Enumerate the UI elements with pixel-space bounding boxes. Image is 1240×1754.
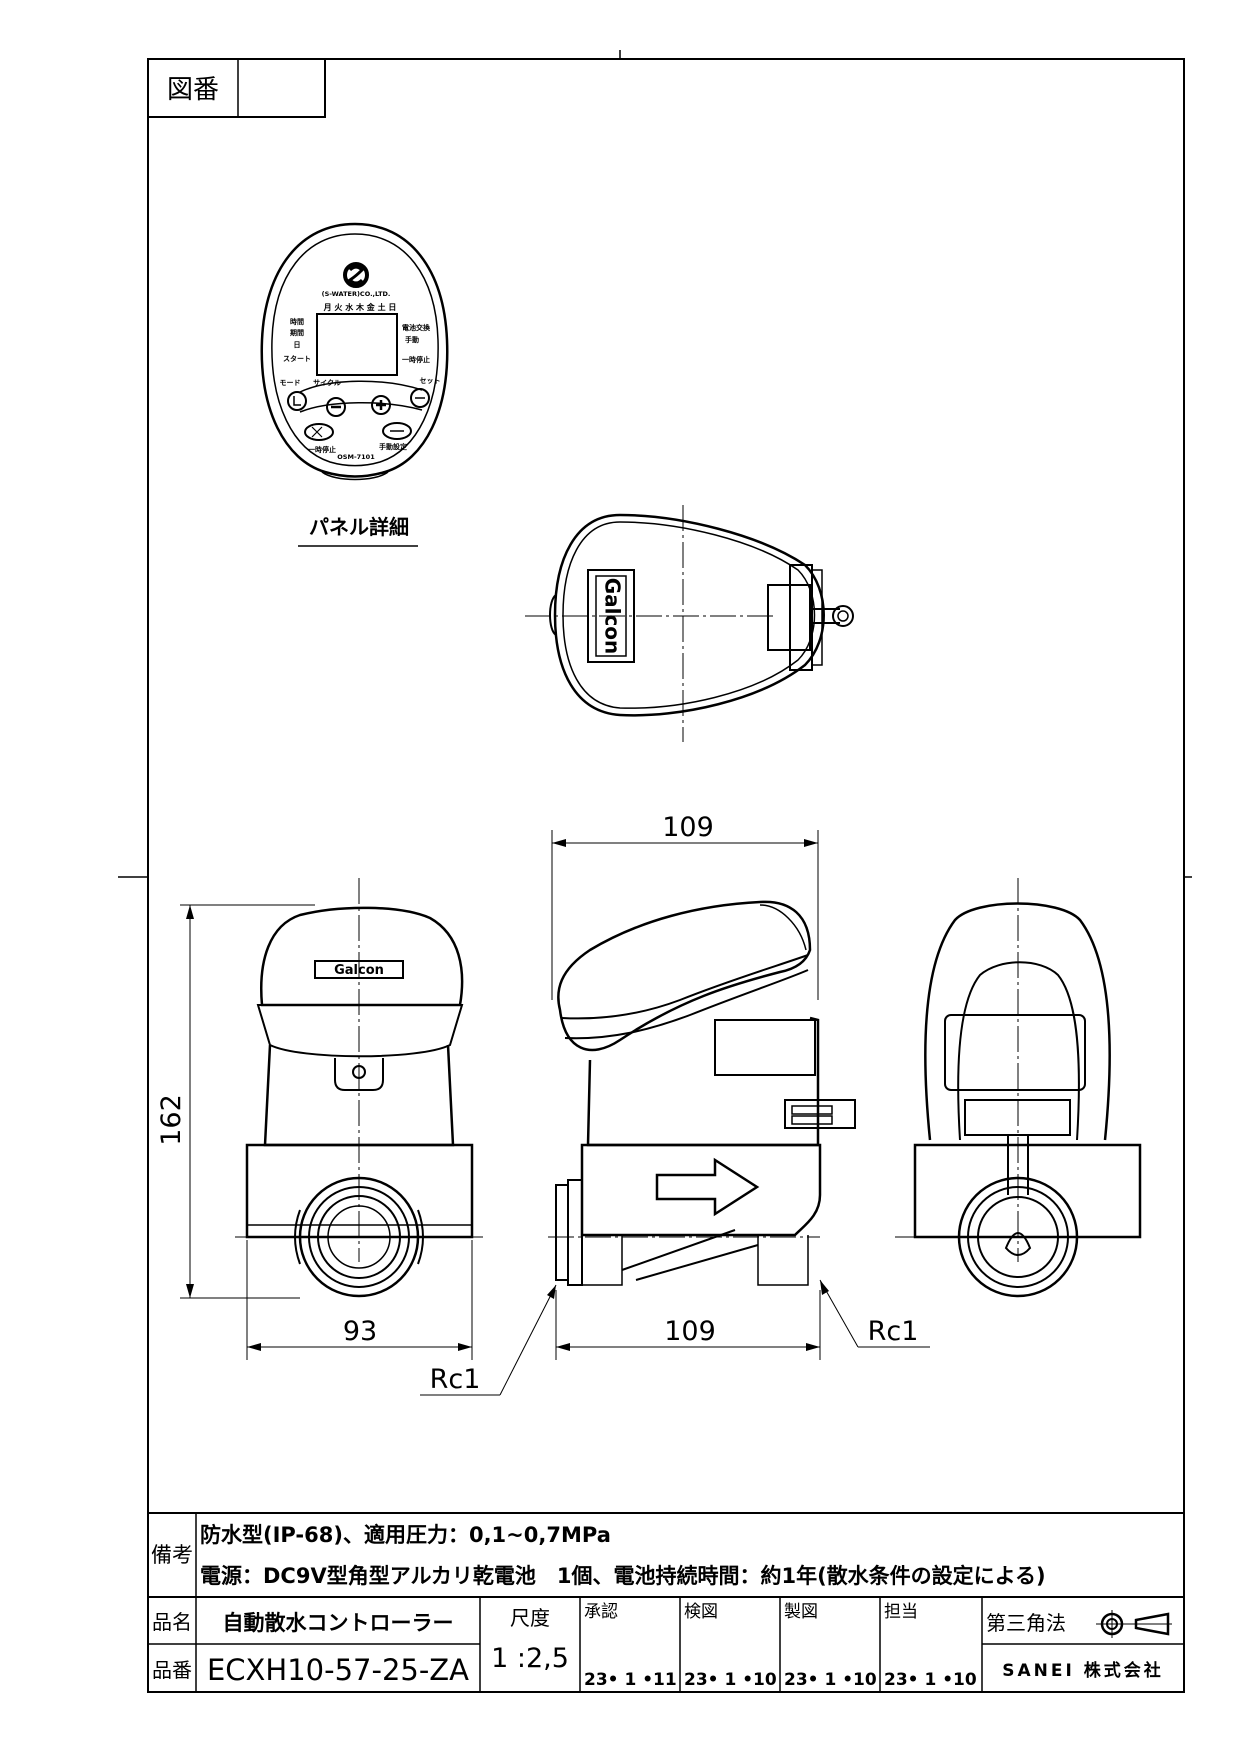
panel-model-label: OSM-7101 [337, 453, 375, 461]
svg-text:日: 日 [294, 341, 301, 349]
approved-date: 23• 1 •11 [584, 1670, 677, 1690]
top-brand-text: Galcon [601, 578, 625, 655]
notes-line-2: 電源：DC9V型角型アルカリ乾電池 1個、電池持続時間：約1年(散水条件の設定に… [200, 1564, 1046, 1588]
drawing-number-box: 図番 [147, 58, 326, 118]
sheet-frame [118, 50, 1192, 1693]
minus-button-icon [326, 397, 346, 417]
dim-front-width: 93 [343, 1316, 377, 1347]
panel-detail-view: (S-WATER)CO.,LTD. 月 火 水 木 金 土 日 時間 期間 日 … [260, 222, 449, 547]
flow-arrow-icon [655, 1157, 760, 1217]
back-view [895, 878, 1142, 1298]
mode-button-icon [287, 391, 307, 411]
panel-weekdays: 月 火 水 木 金 土 日 [323, 302, 397, 312]
panel-detail-label: パネル詳細 [309, 515, 409, 539]
panel-company-text: (S-WATER)CO.,LTD. [322, 290, 391, 298]
part-number-label: 品番 [152, 1658, 192, 1682]
stop-button-icon [304, 423, 334, 441]
checked-label: 検図 [684, 1602, 718, 1622]
panel-cycle-label: サイクル [313, 378, 341, 387]
scale-value: 1 :2,5 [491, 1643, 569, 1674]
panel-mode-label: モード [280, 379, 301, 387]
svg-text:期間: 期間 [290, 328, 304, 337]
dim-height: 162 [156, 1094, 187, 1146]
part-number-value: ECXH10-57-25-ZA [207, 1653, 469, 1687]
dim-top-width: 109 [662, 812, 714, 843]
top-view: Galcon [525, 505, 854, 742]
drawing-number-label: 図番 [167, 75, 219, 105]
dim-thread-right: Rc1 [868, 1316, 919, 1347]
third-angle-projection-icon [1096, 1610, 1172, 1638]
title-block: 品名 自動散水コントローラー 品番 ECXH10-57-25-ZA 尺度 1 :… [148, 1596, 1184, 1692]
side-view [548, 900, 856, 1286]
approved-label: 承認 [584, 1602, 618, 1622]
checked-date: 23• 1 •10 [684, 1670, 777, 1690]
drawn-date: 23• 1 •10 [784, 1670, 877, 1690]
dim-thread-left: Rc1 [430, 1364, 481, 1395]
panel-stop-label: 一時停止 [308, 445, 336, 454]
set-button-icon [410, 388, 430, 408]
notes-label: 備考 [151, 1543, 193, 1567]
svg-text:スタート: スタート [283, 354, 311, 363]
svg-text:一時停止: 一時停止 [402, 355, 430, 364]
notes-line-1: 防水型(IP-68)、適用圧力：0,1~0,7MPa [200, 1523, 611, 1547]
charge-date: 23• 1 •10 [884, 1670, 977, 1690]
front-view: Galcon [235, 878, 485, 1298]
product-name-label: 品名 [152, 1610, 192, 1634]
drawn-label: 製図 [784, 1602, 818, 1622]
dim-bottom-width: 109 [664, 1316, 716, 1347]
panel-manual-label: 手動設定 [379, 442, 407, 451]
company-name: SANEI 株式会社 [1002, 1660, 1163, 1681]
top-brand-label [587, 569, 635, 663]
panel-right-labels: 電池交換 手動 一時停止 [402, 323, 431, 364]
product-name-value: 自動散水コントローラー [223, 1611, 454, 1635]
plus-button-icon [371, 395, 391, 415]
projection-label: 第三角法 [986, 1611, 1066, 1635]
notes-block: 備考 防水型(IP-68)、適用圧力：0,1~0,7MPa 電源：DC9V型角型… [148, 1512, 1184, 1692]
svg-text:電池交換: 電池交換 [402, 323, 431, 332]
charge-label: 担当 [884, 1602, 918, 1622]
scale-label: 尺度 [510, 1606, 550, 1630]
front-brand-label [314, 960, 404, 979]
panel-lcd-display [316, 313, 398, 376]
manual-button-icon [382, 422, 412, 440]
svg-text:Galcon: Galcon [334, 963, 384, 978]
brand-logo-icon [343, 262, 369, 288]
dimension-lines: 109 162 93 109 Rc1 Rc1 [156, 812, 930, 1396]
side-label-plate [714, 1019, 816, 1076]
panel-set-label: セット [420, 377, 441, 385]
svg-text:手動: 手動 [405, 335, 419, 344]
svg-text:時間: 時間 [290, 317, 304, 326]
panel-left-labels: 時間 期間 日 スタート [283, 317, 311, 363]
